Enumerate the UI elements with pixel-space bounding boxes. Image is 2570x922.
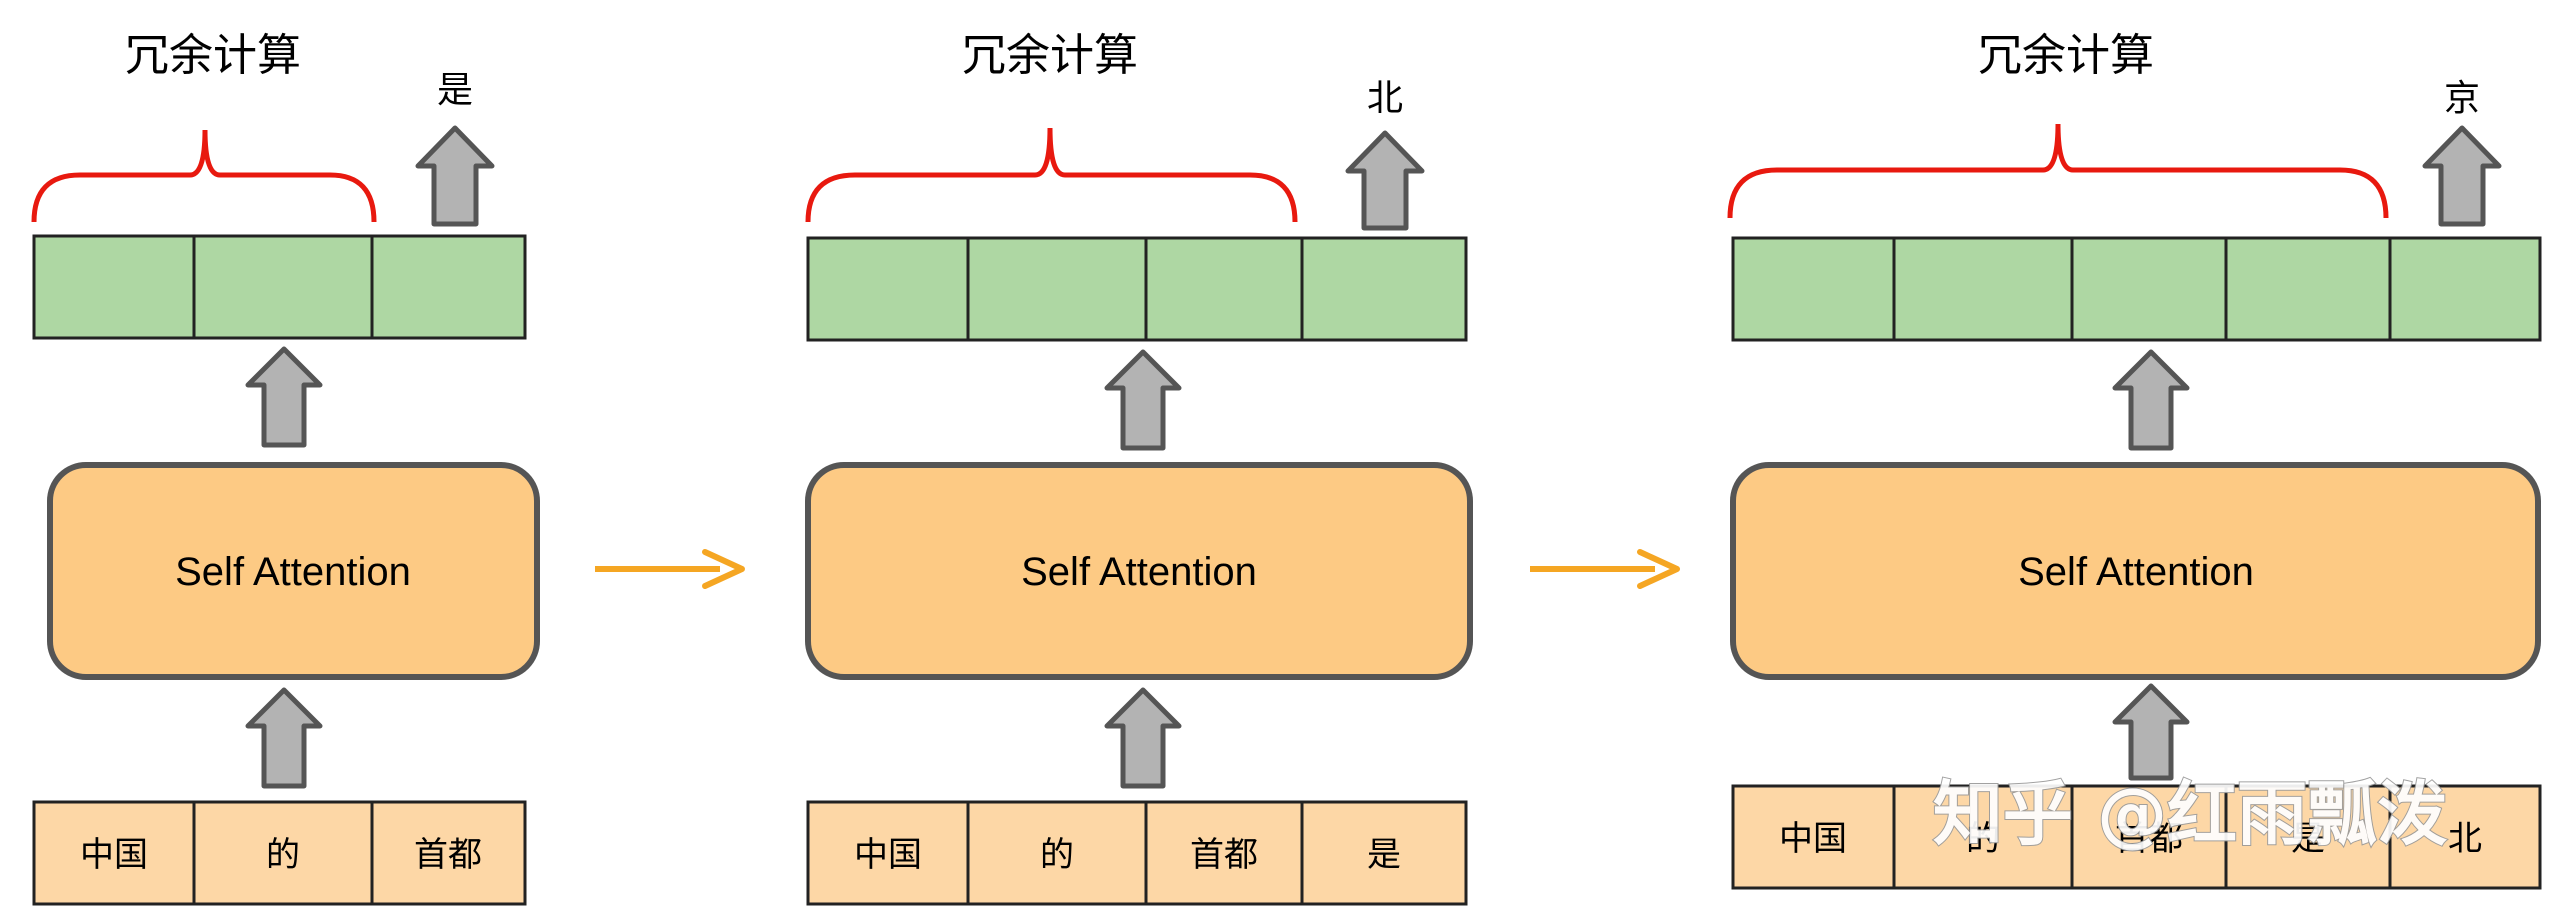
panel-2: 冗余计算 北 Self Attention 中国 的 首都 是 [805, 30, 1473, 906]
output-up-arrow [415, 125, 495, 227]
output-cell [1300, 236, 1468, 342]
output-cell [1144, 236, 1304, 342]
input-token: 的 [266, 835, 300, 875]
redundant-label: 冗余计算 [962, 30, 1138, 81]
input-token: 中国 [854, 835, 922, 875]
output-cell [1892, 236, 2074, 342]
input-token: 中国 [1779, 819, 1847, 859]
input-cell [1300, 800, 1468, 906]
input-token: 首都 [414, 835, 482, 875]
output-token: 京 [2444, 78, 2480, 119]
input-cell [2224, 784, 2392, 890]
redundant-label: 冗余计算 [125, 30, 301, 81]
input-cell [32, 800, 196, 906]
input-token: 是 [2291, 819, 2325, 859]
input-token: 是 [1367, 835, 1401, 875]
input-up-arrow [245, 687, 323, 789]
redundant-brace [1727, 123, 2389, 219]
input-up-arrow [2112, 683, 2190, 781]
output-cell [192, 234, 374, 340]
output-token: 北 [1367, 78, 1403, 119]
output-row [806, 236, 1468, 342]
output-token: 是 [437, 70, 473, 111]
panel-1: 冗余计算 是 Self Attention 中国 的 首都 [31, 30, 540, 906]
redundant-brace [31, 129, 377, 223]
output-cell [32, 234, 196, 340]
attn-up-arrow [2112, 349, 2190, 451]
self-attention-label: Self Attention [2018, 550, 2254, 594]
input-up-arrow [1104, 687, 1182, 789]
redundant-label: 冗余计算 [1978, 30, 2154, 81]
input-row: 中国 的 首都 是 北 [1731, 784, 2542, 890]
input-row: 中国 的 首都 是 [806, 800, 1468, 906]
input-cell [966, 800, 1148, 906]
attn-up-arrow [245, 346, 323, 448]
transition-arrow-1 [595, 549, 745, 589]
input-cell [2388, 784, 2542, 890]
output-up-arrow [1345, 130, 1425, 231]
input-cell [806, 800, 970, 906]
output-cell [966, 236, 1148, 342]
input-token: 的 [1966, 819, 2000, 859]
output-cell [2224, 236, 2392, 342]
input-cell [1144, 800, 1304, 906]
self-attention-block [805, 462, 1473, 680]
output-row [32, 234, 527, 340]
input-token: 北 [2448, 819, 2482, 859]
attn-up-arrow [1104, 349, 1182, 451]
panel-3: 冗余计算 京 Self Attention 中国 的 首都 是 北 [1727, 30, 2542, 890]
output-cell [1731, 236, 1896, 342]
output-cell [806, 236, 970, 342]
input-token: 中国 [80, 835, 148, 875]
input-token: 首都 [1190, 835, 1258, 875]
output-up-arrow [2422, 125, 2502, 227]
self-attention-label: Self Attention [175, 550, 411, 594]
input-token: 首都 [2115, 819, 2183, 859]
input-cell [2070, 784, 2228, 890]
input-cell [192, 800, 374, 906]
input-cell [1892, 784, 2074, 890]
output-cell [2070, 236, 2228, 342]
redundant-brace [805, 127, 1298, 223]
input-token: 的 [1040, 835, 1074, 875]
self-attention-block [1730, 462, 2541, 680]
output-cell [2388, 236, 2542, 342]
transition-arrow-2 [1530, 549, 1680, 589]
self-attention-label: Self Attention [1021, 550, 1257, 594]
output-cell [370, 234, 527, 340]
watermark: 知乎 @红雨瓢泼 [1933, 773, 2447, 855]
output-row [1731, 236, 2542, 342]
input-row: 中国 的 首都 [32, 800, 527, 906]
self-attention-block [47, 462, 540, 680]
input-cell [370, 800, 527, 906]
